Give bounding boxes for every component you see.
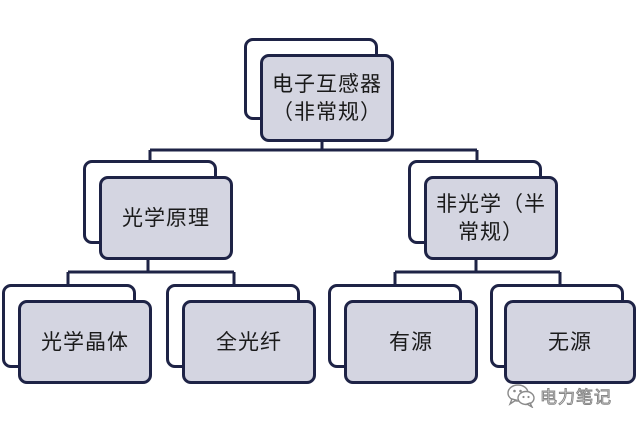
node-optical-crystal-box: 光学晶体 — [18, 300, 152, 384]
node-active-box: 有源 — [344, 300, 478, 384]
node-optical-crystal-label: 光学晶体 — [41, 330, 129, 354]
node-passive-box: 无源 — [504, 300, 636, 384]
node-non-optical-label: 非光学（半 常规） — [436, 192, 546, 244]
node-optical-label: 光学原理 — [122, 206, 210, 230]
node-all-fiber: 全光纤 — [166, 284, 316, 384]
node-passive: 无源 — [490, 284, 636, 384]
node-non-optical-box: 非光学（半 常规） — [424, 176, 558, 260]
node-root-label: 电子互感器 （非常规） — [272, 72, 382, 124]
node-active: 有源 — [328, 284, 478, 384]
connector-optical-to-children — [66, 258, 236, 286]
node-root: 电子互感器 （非常规） — [244, 38, 394, 142]
connector-root-to-level2 — [148, 138, 479, 162]
node-all-fiber-label: 全光纤 — [216, 330, 282, 354]
node-non-optical: 非光学（半 常规） — [408, 160, 558, 260]
node-optical-crystal: 光学晶体 — [2, 284, 152, 384]
node-optical-box: 光学原理 — [99, 176, 233, 260]
wechat-icon — [507, 384, 535, 408]
connector-nonoptical-to-children — [393, 258, 562, 286]
watermark: 电力笔记 — [506, 380, 612, 410]
node-root-box: 电子互感器 （非常规） — [260, 54, 394, 142]
node-all-fiber-box: 全光纤 — [182, 300, 316, 384]
node-optical: 光学原理 — [83, 160, 233, 260]
watermark-text: 电力笔记 — [540, 387, 612, 408]
node-passive-label: 无源 — [548, 330, 592, 354]
node-active-label: 有源 — [389, 330, 433, 354]
